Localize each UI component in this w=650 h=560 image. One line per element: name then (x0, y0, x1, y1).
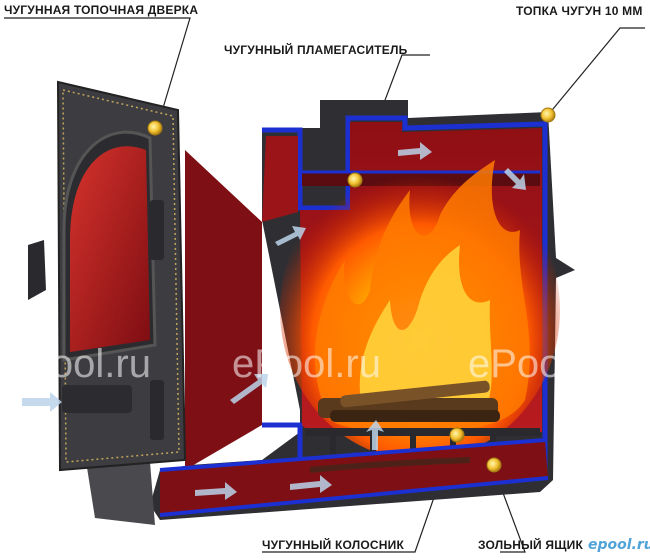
marker-door (147, 120, 163, 136)
door-handle (28, 240, 46, 300)
chamber-left (262, 136, 298, 222)
watermark: ePool.ru (468, 342, 617, 386)
side-wall (185, 150, 262, 470)
leader-door (4, 17, 191, 129)
site-logo: epool.ru (588, 537, 650, 553)
marker-ashbox (486, 457, 502, 473)
flame-core (359, 245, 492, 420)
label-grate: ЧУГУННЫЙ КОЛОСНИК (262, 538, 404, 552)
label-ashbox: ЗОЛЬНЫЙ ЯЩИК (478, 538, 584, 552)
leader-firebox (547, 27, 645, 116)
label-firebox: ТОПКА ЧУГУН 10 ММ (516, 4, 643, 18)
watermark: ePool.ru (2, 342, 151, 386)
marker-baffle (347, 172, 363, 188)
label-baffle: ЧУГУННЫЙ ПЛАМЕГАСИТЕЛЬ (224, 43, 408, 57)
watermark: ePool.ru (232, 342, 381, 386)
marker-grate (449, 427, 465, 443)
marker-firebox (540, 107, 556, 123)
airflow-arrows (22, 142, 526, 500)
ash-box-front (85, 455, 155, 525)
label-door: ЧУГУННАЯ ТОПОЧНАЯ ДВЕРКА (4, 3, 199, 17)
door (28, 80, 187, 472)
callout-markers (147, 107, 556, 473)
logs (318, 380, 500, 422)
